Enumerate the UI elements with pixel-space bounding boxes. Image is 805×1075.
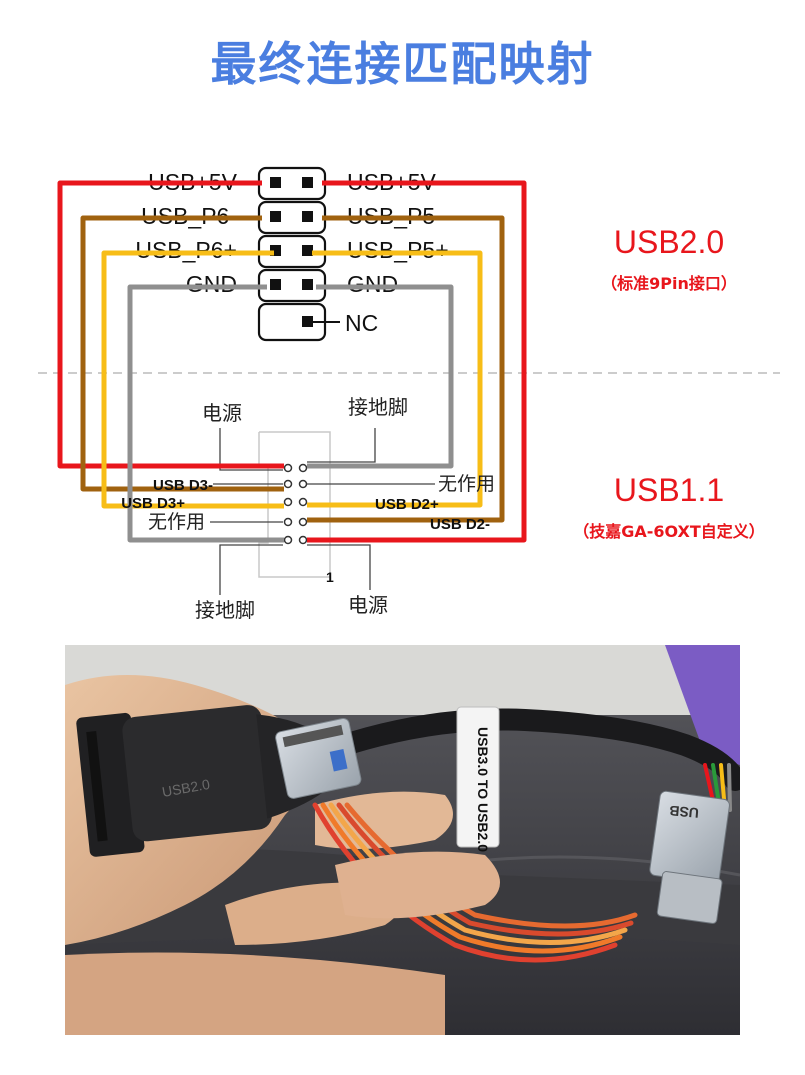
usb11-subheading: （技嘉GA-6OXT自定义） [573,522,765,541]
label-usb-d3-minus: USB D3- [153,477,213,494]
usb20-subheading: （标准9Pin接口） [601,274,737,293]
wire-bundle [312,802,638,963]
usb-plug-label: USB [669,803,700,822]
connection-diagram: USB+5V USB_P6- USB_P6+ GND USB+5V USB_P5… [38,166,780,622]
wire-ground-right [307,284,454,469]
label-usb-d2-plus: USB D2+ [375,496,439,513]
wire-data-plus-right [307,250,483,508]
usb11-heading: USB1.1 [614,472,724,508]
label-ground-top: 接地脚 [348,395,408,419]
label-power-bottom: 电源 [348,593,388,617]
pin-label-right-4: GND [347,271,398,297]
label-ground-bottom: 接地脚 [195,598,255,622]
wire-ground-left [127,284,284,543]
clear-connector-left [275,717,362,799]
label-unused-left: 无作用 [148,511,205,533]
usb11-connector [210,428,435,595]
usb20-heading: USB2.0 [614,224,724,260]
adapter-cable-photo: USB2.0 USB3.0 TO USB2.0 USB [65,645,740,1035]
cable-tag: USB3.0 TO USB2.0 [456,706,500,852]
black-cable [304,708,740,791]
wire-power-right [307,180,527,543]
clear-connector-right: USB [649,790,730,924]
pin-label-right-3: USB_P5+ [347,237,449,263]
label-unused-right: 无作用 [438,473,495,495]
label-pin-one: 1 [326,569,334,585]
label-power-top: 电源 [202,401,242,425]
wire-data-minus-left [80,215,284,492]
pin-label-left-4: GND [186,271,237,297]
page-title: 最终连接匹配映射 [210,37,595,91]
label-usb-d3-plus: USB D3+ [121,495,185,512]
cable-tag-label: USB3.0 TO USB2.0 [475,727,491,852]
wire-power-left [57,180,284,469]
pin-label-left-3: USB_P6+ [135,237,237,263]
wire-data-minus-right [307,215,505,523]
wire-data-plus-left [101,250,284,509]
pin-label-right-5: NC [345,310,378,336]
label-usb-d2-minus: USB D2- [430,516,490,533]
